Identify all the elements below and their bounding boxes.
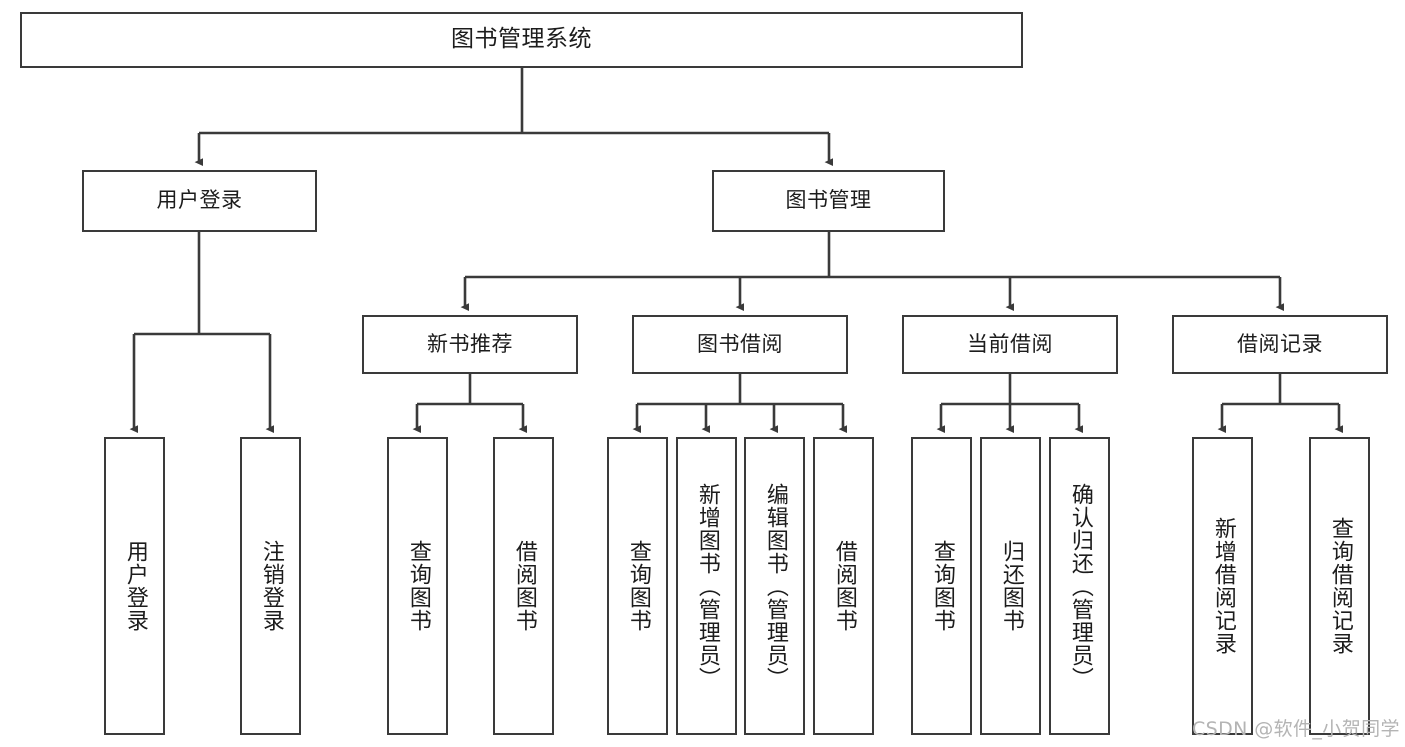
leaf-query-book-recommendation[interactable]: 查询图书: [387, 437, 448, 735]
leaf-borrow-book-recommendation-label: 借阅图书: [511, 540, 537, 632]
leaf-logout[interactable]: 注销登录: [240, 437, 301, 735]
leaf-edit-book-admin[interactable]: 编辑图书（管理员）: [744, 437, 805, 735]
leaf-borrow-book[interactable]: 借阅图书: [813, 437, 874, 735]
node-borrow-records-label: 借阅记录: [1237, 331, 1323, 356]
leaf-query-book-current-label: 查询图书: [929, 540, 955, 632]
node-root-label: 图书管理系统: [451, 26, 592, 53]
leaf-add-book-admin[interactable]: 新增图书（管理员）: [676, 437, 737, 735]
leaf-query-book-recommendation-label: 查询图书: [405, 540, 431, 632]
leaf-return-book-label: 归还图书: [998, 540, 1024, 632]
leaf-logout-label: 注销登录: [258, 540, 284, 632]
leaf-borrow-book-label: 借阅图书: [831, 540, 857, 632]
leaf-query-book-borrow[interactable]: 查询图书: [607, 437, 668, 735]
node-book-borrow-label: 图书借阅: [697, 331, 783, 356]
node-borrow-records[interactable]: 借阅记录: [1172, 315, 1388, 374]
node-book-management[interactable]: 图书管理: [712, 170, 945, 232]
leaf-confirm-return-admin-label: 确认归还（管理员）: [1067, 482, 1093, 690]
leaf-query-book-borrow-label: 查询图书: [625, 540, 651, 632]
node-new-book-recommendation[interactable]: 新书推荐: [362, 315, 578, 374]
node-new-book-recommendation-label: 新书推荐: [427, 331, 513, 356]
leaf-query-book-current[interactable]: 查询图书: [911, 437, 972, 735]
leaf-confirm-return-admin[interactable]: 确认归还（管理员）: [1049, 437, 1110, 735]
node-root[interactable]: 图书管理系统: [20, 12, 1023, 68]
leaf-add-book-admin-label: 新增图书（管理员）: [694, 482, 720, 690]
leaf-edit-book-admin-label: 编辑图书（管理员）: [762, 482, 788, 690]
node-user-login[interactable]: 用户登录: [82, 170, 317, 232]
leaf-add-borrow-record-label: 新增借阅记录: [1210, 517, 1236, 655]
leaf-user-login-label: 用户登录: [122, 540, 148, 632]
node-book-management-label: 图书管理: [785, 188, 872, 213]
leaf-query-borrow-record[interactable]: 查询借阅记录: [1309, 437, 1370, 735]
node-user-login-label: 用户登录: [156, 188, 243, 213]
leaf-add-borrow-record[interactable]: 新增借阅记录: [1192, 437, 1253, 735]
leaf-query-borrow-record-label: 查询借阅记录: [1327, 517, 1353, 655]
node-book-borrow[interactable]: 图书借阅: [632, 315, 848, 374]
leaf-user-login[interactable]: 用户登录: [104, 437, 165, 735]
leaf-borrow-book-recommendation[interactable]: 借阅图书: [493, 437, 554, 735]
node-current-borrow-label: 当前借阅: [967, 331, 1053, 356]
node-current-borrow[interactable]: 当前借阅: [902, 315, 1118, 374]
leaf-return-book[interactable]: 归还图书: [980, 437, 1041, 735]
